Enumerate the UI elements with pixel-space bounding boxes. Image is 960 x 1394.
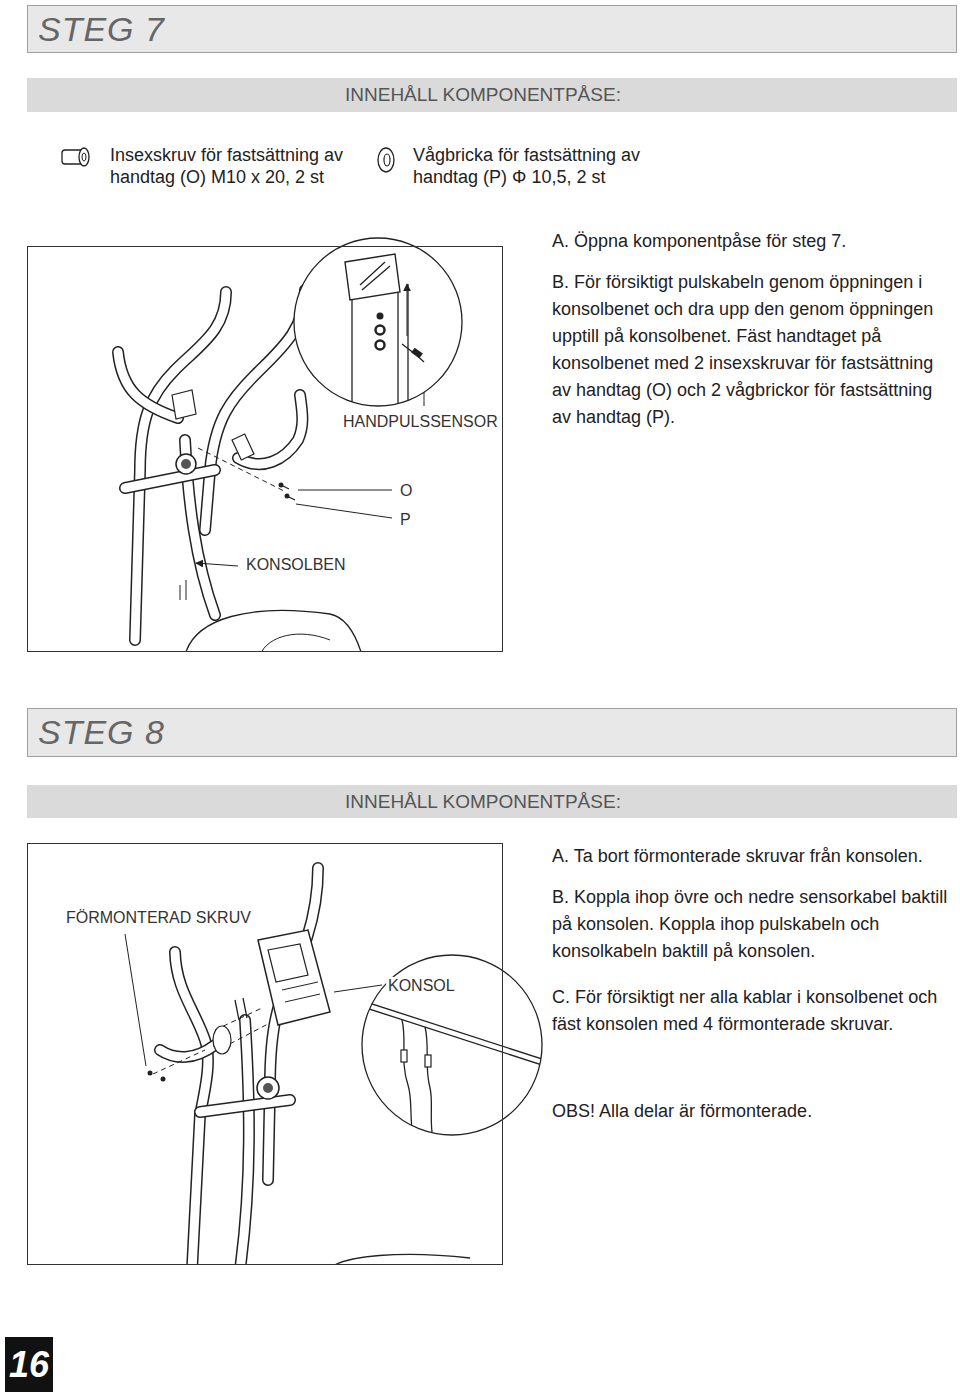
detail-inset-part-part bbox=[352, 284, 408, 420]
heading-text: INNEHÅLL KOMPONENTPÅSE: bbox=[345, 84, 621, 106]
trainer-drawing-part bbox=[235, 998, 247, 1020]
trainer-drawing-part bbox=[240, 1020, 249, 1264]
leader-line-part bbox=[298, 490, 392, 491]
page-number: 16 bbox=[9, 1344, 49, 1386]
figure-frame: HANDPULSSENSOR OP KONSOLBEN bbox=[27, 246, 503, 652]
trainer-drawing-part bbox=[213, 1026, 231, 1054]
trainer-drawing-part bbox=[148, 1071, 153, 1076]
washer-icon bbox=[378, 148, 394, 172]
detail-inset-part-part bbox=[377, 313, 384, 320]
trainer-drawing-part bbox=[268, 868, 318, 1180]
trainer-drawing-part bbox=[125, 470, 215, 488]
detail-inset-part-part bbox=[376, 326, 385, 335]
leader-line-part bbox=[334, 985, 382, 992]
trainer-drawing-part bbox=[283, 486, 295, 500]
detail-inset-part bbox=[345, 254, 424, 420]
screw-icon-part bbox=[82, 153, 86, 161]
trainer-drawing-part bbox=[282, 982, 320, 1002]
instruction: B. För försiktigt pulskabeln genom öppni… bbox=[552, 269, 956, 431]
washer-icon-part bbox=[378, 148, 394, 172]
trainer-drawing-part bbox=[240, 1020, 249, 1264]
screw-icon-part bbox=[79, 148, 89, 166]
washer-icon-part bbox=[384, 154, 390, 166]
detail-inset-part-part bbox=[376, 341, 385, 350]
detail-inset-part-part bbox=[402, 344, 424, 362]
contents-band: INNEHÅLL KOMPONENTPÅSE: bbox=[27, 785, 957, 818]
detail-inset-part-part bbox=[407, 284, 408, 336]
trainer-drawing-part bbox=[200, 1100, 290, 1112]
detail-inset-part bbox=[362, 955, 542, 1135]
detail-inset-part-part bbox=[402, 1020, 412, 1130]
trainer-drawing-part bbox=[125, 470, 215, 488]
detail-inset-part-part bbox=[345, 254, 400, 300]
trainer-drawing-part bbox=[279, 483, 284, 488]
leader-line bbox=[125, 934, 382, 1066]
trainer-drawing-part bbox=[181, 459, 191, 469]
figure-frame: FÖRMONTERAD SKRUV KONSOL bbox=[27, 843, 503, 1265]
trainer-drawing-part bbox=[260, 634, 330, 651]
trainer-drawing-part bbox=[205, 290, 305, 530]
detail-inset-part-part bbox=[401, 1050, 407, 1062]
instruction: A. Öppna komponentpåse för steg 7. bbox=[552, 228, 956, 255]
detail-inset-part-part bbox=[360, 1000, 545, 1060]
trainer-drawing-part bbox=[263, 1083, 273, 1093]
trainer-drawing-part bbox=[160, 1045, 215, 1057]
part-label: KONSOL bbox=[386, 977, 457, 995]
instruction: A. Ta bort förmonterade skruvar från kon… bbox=[552, 843, 956, 870]
leader-line-part bbox=[196, 563, 238, 566]
part-description: Vågbricka för fastsättning av handtag (P… bbox=[413, 144, 703, 188]
step-heading-band: STEG 7 bbox=[27, 5, 957, 53]
page-number-box: 16 bbox=[5, 1337, 53, 1392]
detail-inset-part-part bbox=[425, 1027, 432, 1132]
leader-line-part bbox=[125, 934, 146, 1066]
trainer-drawing-part bbox=[205, 290, 305, 530]
trainer-drawing-part bbox=[232, 434, 254, 460]
part-label: KONSOLBEN bbox=[244, 556, 348, 574]
detail-inset-part bbox=[360, 1000, 545, 1132]
trainer-drawing-part bbox=[180, 580, 186, 600]
detail-inset-part-part bbox=[360, 1006, 545, 1066]
detail-inset-part-part bbox=[411, 348, 423, 359]
trainer-drawing-part bbox=[257, 1077, 279, 1099]
trainer-drawing-part bbox=[285, 494, 290, 499]
heading-text: STEG 8 bbox=[38, 713, 165, 752]
heading-text: INNEHÅLL KOMPONENTPÅSE: bbox=[345, 791, 621, 813]
part-label: HANDPULSSENSOR bbox=[341, 413, 500, 431]
part-label: O bbox=[398, 482, 414, 500]
trainer-drawing-part bbox=[118, 352, 178, 418]
detail-inset-part-part bbox=[360, 262, 390, 290]
trainer-drawing-part bbox=[160, 1045, 215, 1057]
heading-text: STEG 7 bbox=[38, 10, 165, 49]
instruction: C. För försiktigt ner alla kablar i kons… bbox=[552, 984, 956, 1038]
detail-inset-part-part bbox=[425, 1055, 431, 1067]
step-heading-band: STEG 8 bbox=[27, 708, 957, 757]
trainer-drawing-part bbox=[198, 448, 286, 492]
trainer-drawing-part bbox=[172, 390, 196, 419]
detail-inset bbox=[294, 238, 462, 420]
part-label: FÖRMONTERAD SKRUV bbox=[64, 909, 253, 927]
trainer-drawing-part bbox=[268, 944, 308, 982]
detail-inset-part bbox=[294, 238, 462, 406]
trainer-drawing-part bbox=[118, 352, 178, 418]
leader-line-part bbox=[296, 504, 392, 518]
part-label: P bbox=[398, 511, 413, 529]
part-description: Insexskruv för fastsättning av handtag (… bbox=[110, 144, 365, 188]
trainer-drawing-part bbox=[330, 1254, 470, 1264]
trainer-drawing-part bbox=[153, 1050, 205, 1074]
note: OBS! Alla delar är förmonterade. bbox=[552, 1098, 956, 1125]
trainer-drawing-part bbox=[161, 1077, 166, 1082]
contents-band: INNEHÅLL KOMPONENTPÅSE: bbox=[27, 78, 957, 112]
trainer-drawing-part bbox=[200, 1100, 290, 1112]
trainer-drawing-part bbox=[258, 930, 330, 1025]
trainer-drawing-part bbox=[176, 454, 196, 474]
screw-icon bbox=[62, 148, 89, 166]
instruction: B. Koppla ihop övre och nedre sensorkabe… bbox=[552, 884, 956, 965]
detail-inset bbox=[360, 955, 545, 1135]
trainer-drawing-part bbox=[268, 868, 318, 1180]
